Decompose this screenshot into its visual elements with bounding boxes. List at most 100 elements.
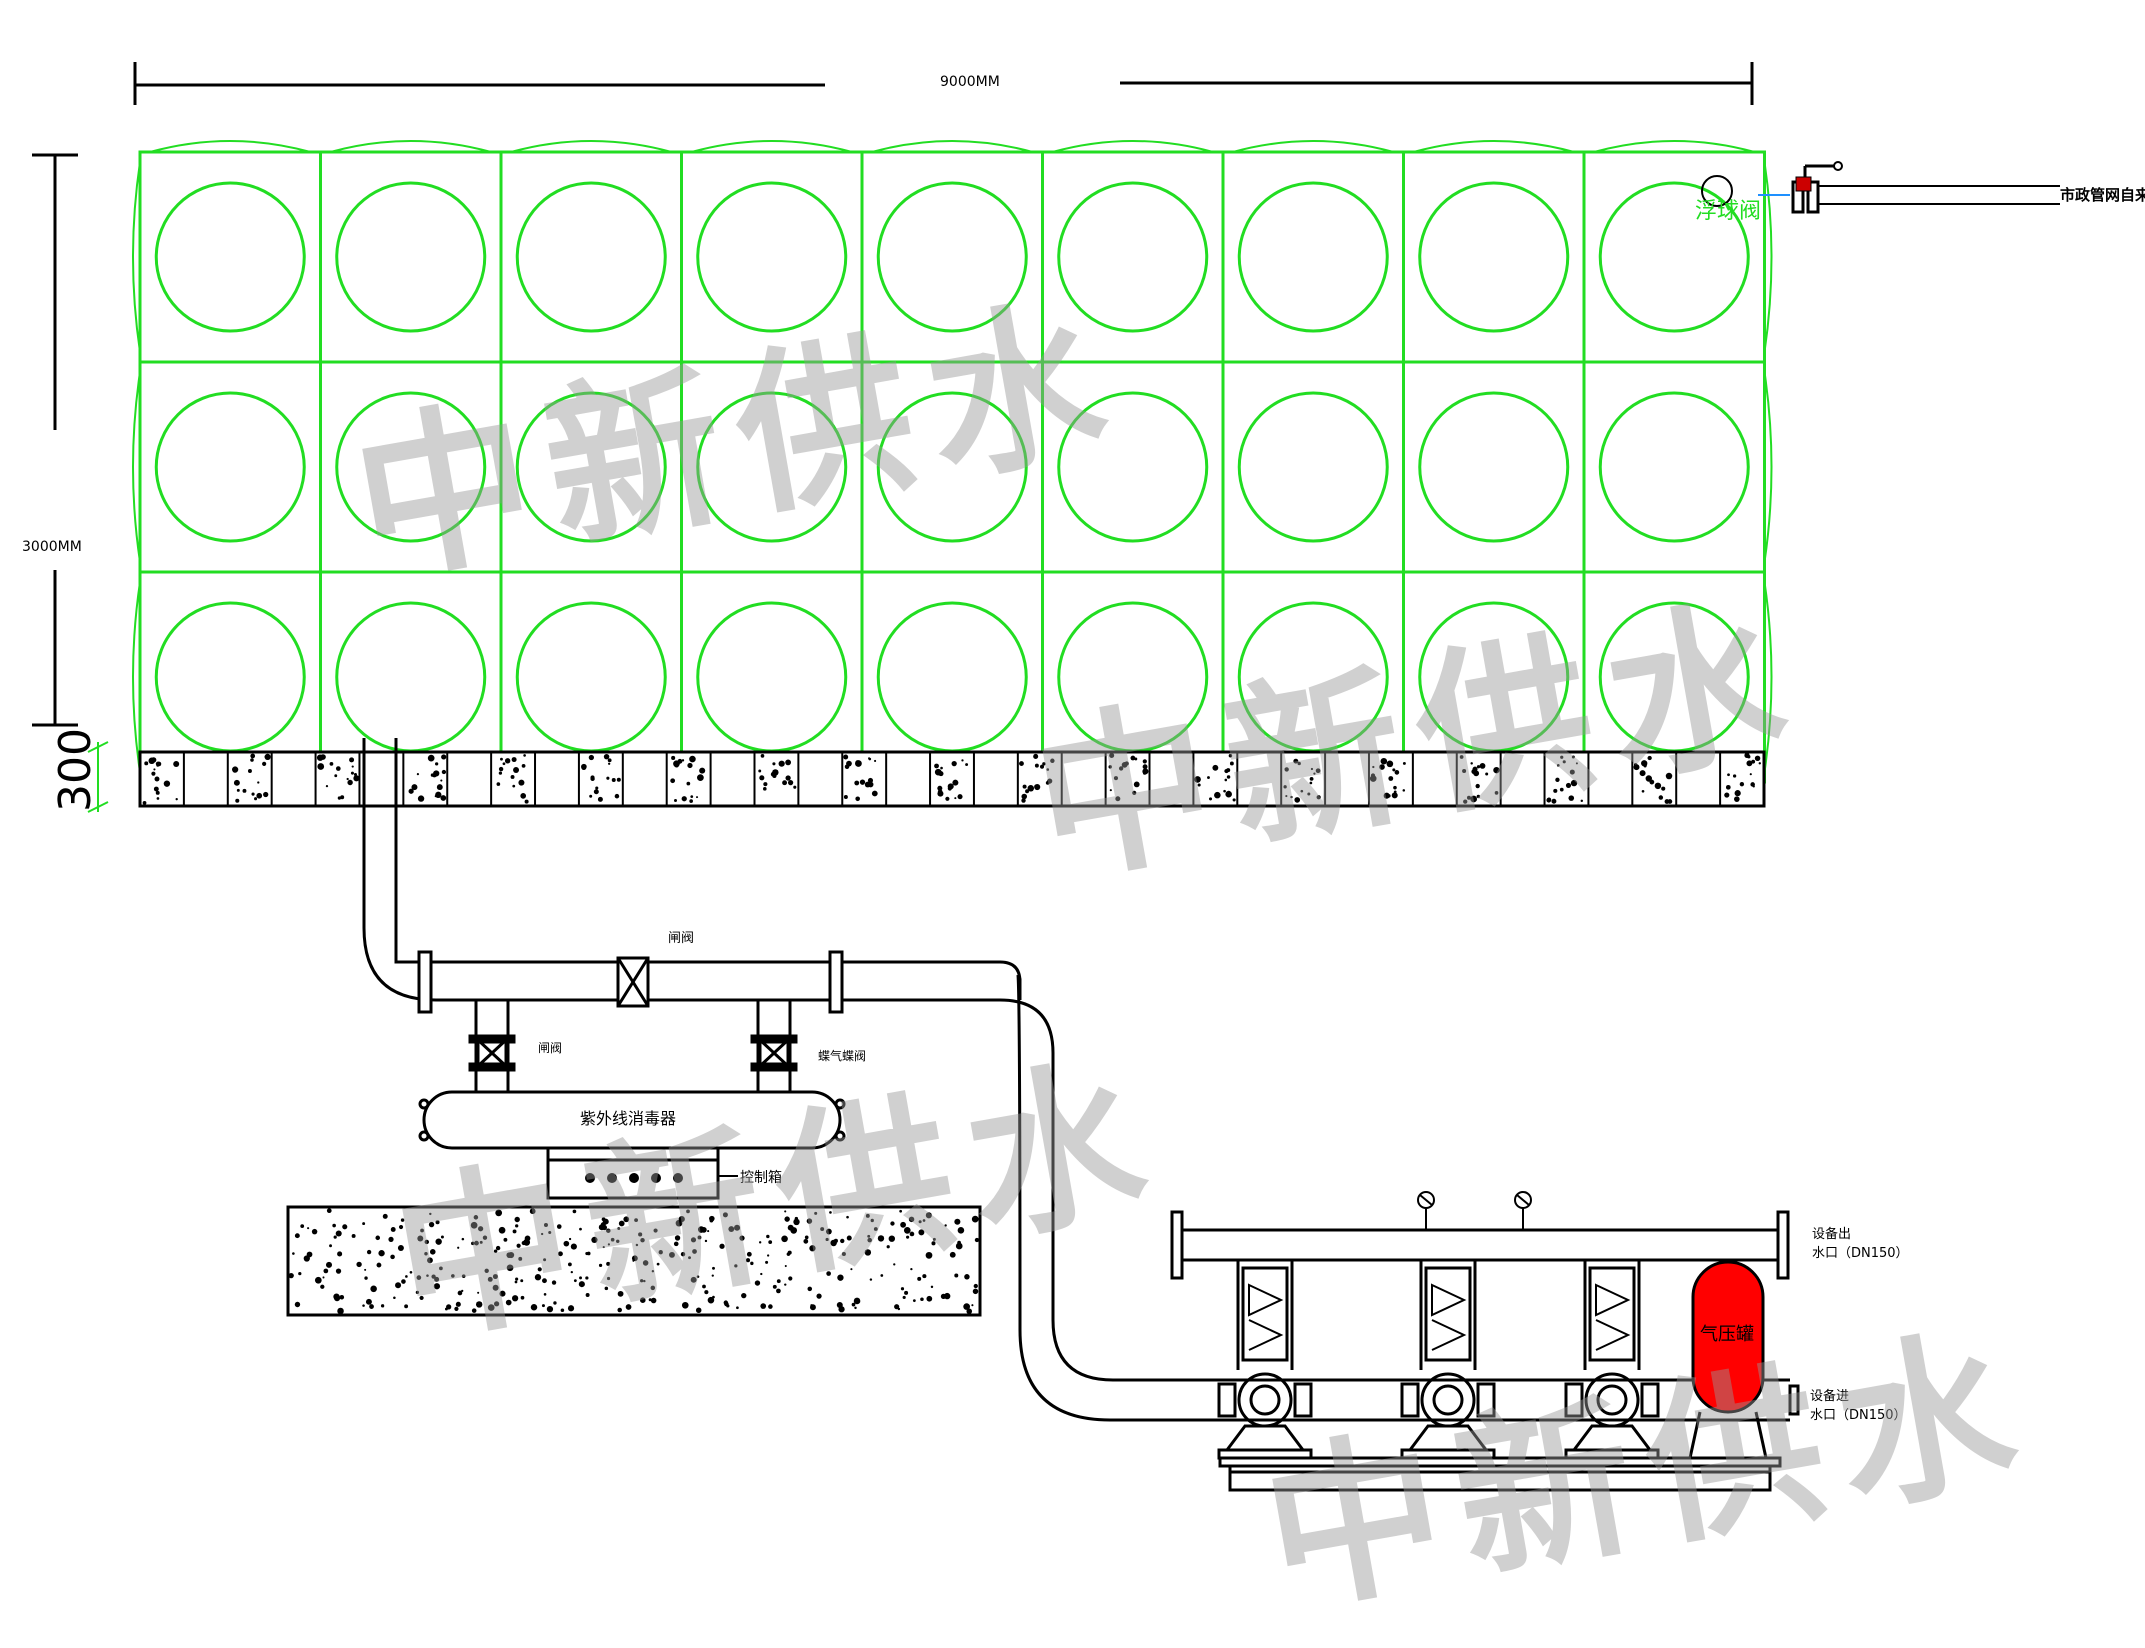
concrete-speck	[455, 1301, 461, 1307]
concrete-speck	[520, 1295, 525, 1300]
concrete-speck	[558, 1251, 563, 1257]
concrete-speck	[578, 1281, 585, 1288]
concrete-base	[138, 750, 1766, 808]
concrete-speck	[461, 1237, 465, 1241]
pressure-gauges	[1417, 1191, 1532, 1230]
concrete-speck	[334, 774, 338, 778]
concrete-speck	[874, 759, 877, 763]
concrete-speck	[595, 786, 599, 790]
tank-panel-circle	[1237, 181, 1389, 333]
tank-panel-circle	[696, 601, 848, 753]
concrete-speck	[579, 1227, 582, 1231]
float-valve-label: 浮球阀	[1695, 199, 1761, 224]
concrete-speck	[1109, 789, 1112, 792]
concrete-speck	[415, 1290, 420, 1294]
concrete-speck	[758, 1241, 762, 1244]
concrete-speck	[1124, 761, 1129, 766]
concrete-speck	[537, 1267, 542, 1272]
concrete-speck	[837, 1274, 844, 1281]
concrete-speck	[1212, 764, 1219, 771]
base-outline	[138, 750, 1766, 808]
concrete-speck	[154, 776, 160, 782]
concrete-speck	[1132, 790, 1137, 795]
concrete-speck	[784, 1216, 790, 1222]
concrete-speck	[487, 1304, 495, 1311]
concrete-speck	[601, 1217, 606, 1222]
concrete-speck	[902, 1295, 906, 1300]
concrete-speck	[541, 1304, 545, 1308]
concrete-speck	[235, 798, 240, 803]
concrete-speck	[256, 792, 263, 799]
concrete-speck	[1310, 767, 1314, 771]
concrete-speck	[529, 1208, 536, 1215]
control-box	[546, 1146, 720, 1200]
concrete-speck	[163, 780, 171, 787]
concrete-speck	[688, 1256, 691, 1260]
concrete-speck	[1727, 773, 1730, 777]
concrete-speck	[568, 1237, 572, 1241]
pump-skid	[1218, 1456, 1782, 1492]
concrete-speck	[439, 1266, 443, 1271]
right-gate-valve	[750, 1034, 798, 1072]
concrete-speck	[687, 762, 693, 769]
concrete-speck	[768, 1304, 773, 1309]
concrete-speck	[784, 1283, 787, 1286]
concrete-speck	[707, 1230, 710, 1233]
concrete-speck	[173, 761, 180, 768]
concrete-speck	[610, 1237, 615, 1242]
concrete-speck	[514, 1280, 518, 1284]
concrete-speck	[1747, 755, 1751, 759]
check-valve	[1241, 1266, 1289, 1362]
concrete-speck	[505, 1299, 512, 1306]
tank-panel-circle	[1418, 181, 1570, 333]
concrete-speck	[441, 769, 447, 775]
concrete-speck	[436, 784, 443, 791]
tank-edge-arc	[132, 161, 141, 353]
pump-foot	[1224, 1424, 1306, 1452]
concrete-speck	[648, 1298, 652, 1302]
concrete-speck	[518, 1256, 523, 1261]
concrete-speck	[606, 1228, 611, 1233]
concrete-speck	[1224, 778, 1228, 782]
concrete-speck	[520, 793, 527, 799]
tank-panel-circle	[1598, 601, 1750, 753]
concrete-speck	[597, 796, 603, 802]
concrete-speck	[607, 1243, 611, 1246]
concrete-speck	[424, 1239, 430, 1245]
concrete-speck	[1665, 772, 1673, 780]
concrete-speck	[428, 1221, 435, 1228]
concrete-speck	[760, 1272, 763, 1276]
concrete-speck	[726, 1304, 730, 1308]
pipe-flanges	[417, 950, 844, 1014]
concrete-speck	[570, 1270, 573, 1274]
concrete-speck	[598, 1224, 605, 1231]
concrete-speck	[393, 1296, 396, 1300]
concrete-speck	[1392, 768, 1396, 772]
tank-panel-circle	[154, 391, 306, 543]
concrete-speck	[1232, 798, 1236, 802]
tank-edge-arc	[691, 140, 853, 153]
tank-edge-arc	[1052, 140, 1214, 153]
tank-panel-circle	[335, 391, 487, 543]
concrete-speck	[760, 754, 765, 758]
inlet-label-2: 水口（DN150）	[1810, 1408, 1907, 1423]
concrete-speck	[809, 1304, 816, 1311]
concrete-speck	[1754, 755, 1761, 762]
concrete-speck	[704, 1239, 708, 1243]
concrete-speck	[335, 1230, 342, 1237]
concrete-speck	[904, 1290, 909, 1295]
tank-panel-circle	[1057, 601, 1209, 753]
concrete-speck	[696, 1275, 700, 1278]
concrete-speck	[865, 1213, 870, 1218]
concrete-speck	[1493, 766, 1500, 774]
concrete-speck	[851, 1302, 856, 1307]
concrete-speck	[1556, 764, 1560, 767]
indicator-light	[651, 1173, 661, 1183]
concrete-speck	[294, 1301, 301, 1308]
concrete-speck	[356, 1261, 362, 1268]
concrete-speck	[690, 795, 694, 798]
concrete-speck	[739, 1235, 745, 1241]
concrete-speck	[650, 1285, 656, 1291]
pump-unit	[1400, 1260, 1496, 1460]
concrete-speck	[750, 1261, 754, 1266]
